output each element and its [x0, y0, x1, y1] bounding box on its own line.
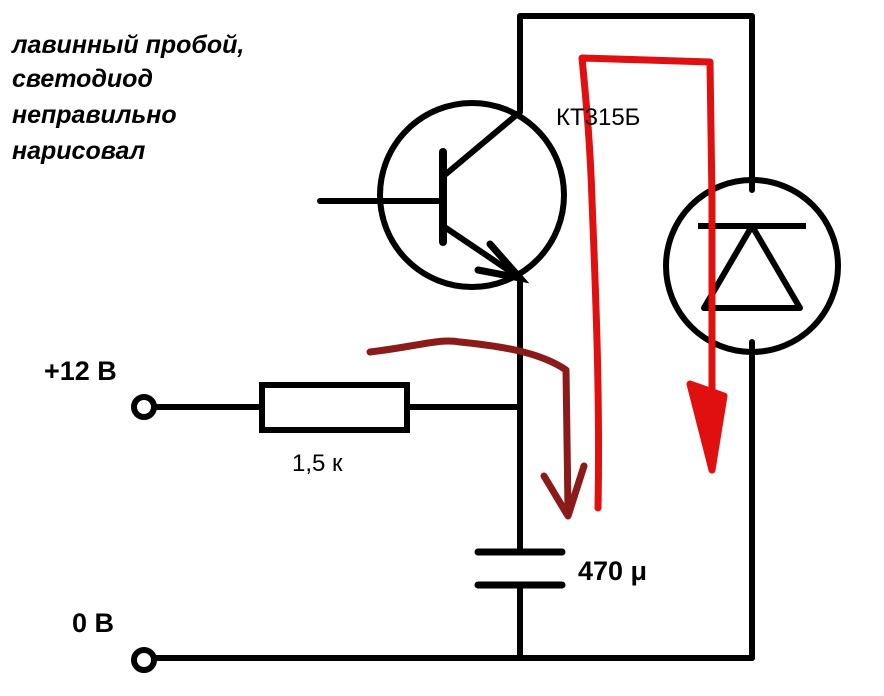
terminal-supply [131, 394, 157, 420]
terminal-icon [131, 394, 157, 673]
note-line-1: лавинный пробой, [12, 31, 245, 59]
wire-top-loop [517, 13, 755, 193]
arrow-icon [540, 462, 588, 520]
ground-label: 0 В [72, 608, 115, 638]
note-line-4: нарисовал [12, 137, 146, 165]
note-line-3: неправильно [12, 101, 177, 129]
transistor-emitter [443, 225, 523, 281]
transistor-label: КТ315Б [556, 104, 641, 131]
npn-transistor-icon [317, 100, 567, 290]
transistor-collector [443, 109, 523, 177]
current-arrow-loop [578, 54, 716, 512]
note-line-2: светодиод [12, 65, 153, 93]
terminal-ground [131, 647, 157, 673]
current-arrows [366, 54, 728, 520]
resistor-icon [259, 382, 410, 433]
current-arrow-branch [366, 337, 572, 514]
capacitor-icon [474, 548, 566, 589]
led-icon [663, 177, 841, 355]
supply-label: +12 В [44, 356, 117, 386]
arrow-icon [686, 380, 728, 474]
capacitor-label: 470 μ [578, 556, 648, 586]
transistor-emitter-arrow [474, 240, 530, 284]
resistor-label: 1,5 к [292, 450, 343, 477]
